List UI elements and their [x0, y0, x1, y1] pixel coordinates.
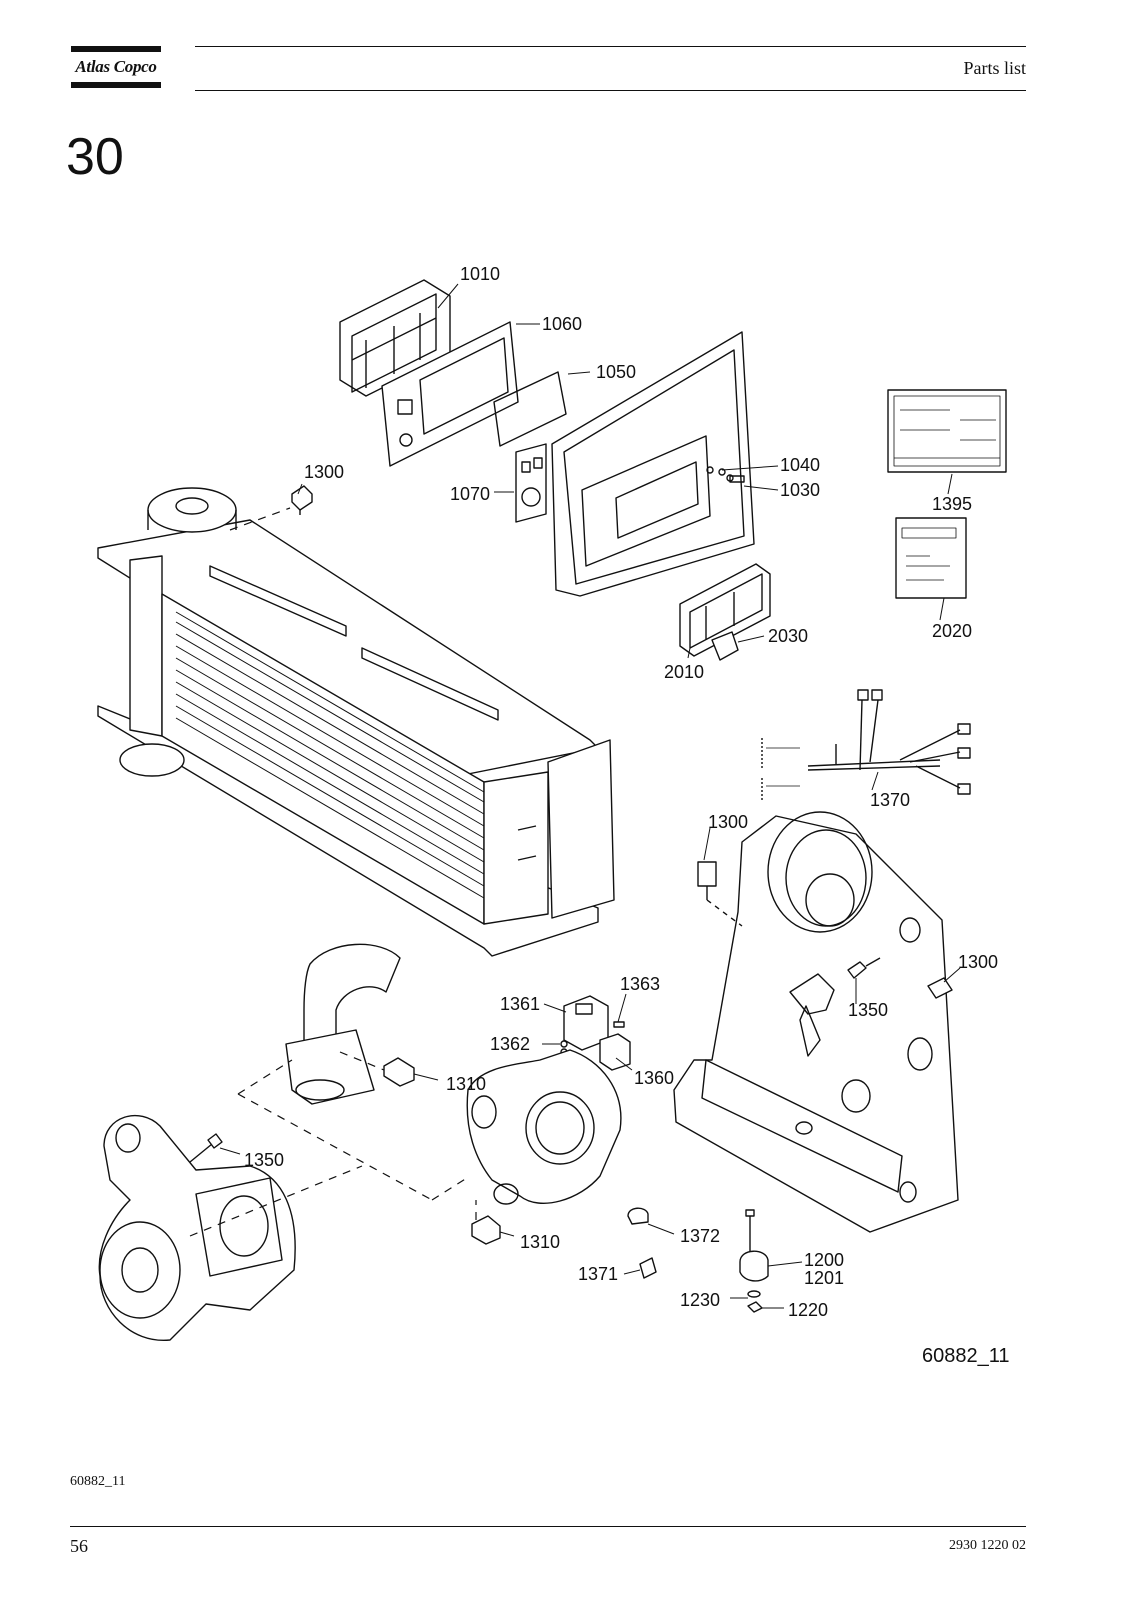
callout-1363: 1363 — [620, 974, 660, 994]
callout-1060: 1060 — [542, 314, 582, 334]
logo-text: Atlas Copco — [75, 57, 157, 76]
part-1070-label — [515, 443, 547, 523]
callout-1395: 1395 — [932, 494, 972, 514]
callout-1300-gearbox-side: 1300 — [958, 952, 998, 972]
header-rule-top — [195, 46, 1026, 47]
part-1371-pad — [639, 1257, 657, 1279]
part-1350-sensor-gearbox — [847, 957, 881, 979]
callout-1300-top: 1300 — [304, 462, 344, 482]
document-number: 2930 1220 02 — [949, 1538, 1026, 1553]
callout-1010: 1010 — [460, 264, 500, 284]
callout-1220: 1220 — [788, 1300, 828, 1320]
part-1060-frame-panel — [381, 321, 519, 467]
callout-1360: 1360 — [634, 1068, 674, 1088]
callout-1370: 1370 — [870, 790, 910, 810]
part-1350-sensor-element — [189, 1133, 223, 1163]
part-1370-cable-harness — [761, 689, 971, 800]
figure-reference: 60882_11 — [70, 1474, 126, 1489]
control-panel-door — [551, 331, 755, 597]
part-1310-fitting-lower — [471, 1215, 501, 1245]
callout-1371: 1371 — [578, 1264, 618, 1284]
dashed-connections — [189, 507, 477, 1237]
part-1360-valve-block — [599, 1033, 631, 1071]
part-1310-fitting-upper — [383, 1057, 415, 1087]
figure-id: 60882_11 — [922, 1345, 1010, 1367]
callout-1300-gearbox-top: 1300 — [708, 812, 748, 832]
header-rule-bottom — [195, 90, 1026, 91]
section-number: 30 — [66, 128, 124, 186]
callout-1350-element: 1350 — [244, 1150, 284, 1170]
part-1372-clip — [627, 1207, 649, 1225]
atlas-copco-logo: Atlas Copco — [71, 46, 161, 90]
callout-1362: 1362 — [490, 1034, 530, 1054]
callout-1350-gearbox: 1350 — [848, 1000, 888, 1020]
footer-rule — [70, 1526, 1026, 1527]
logo-bar-bottom — [71, 82, 161, 88]
part-1050-gasket — [493, 371, 567, 447]
part-1363-screw — [613, 1021, 625, 1028]
page-number: 56 — [70, 1536, 88, 1556]
part-1040-1030-screw — [718, 468, 745, 483]
gearbox-casing — [673, 811, 959, 1233]
compressor-element — [98, 1115, 296, 1341]
elbow-pipe — [285, 943, 401, 1105]
part-2010-relay-box — [679, 563, 771, 661]
cooler-assembly — [97, 487, 615, 957]
callout-1201: 1201 — [804, 1268, 844, 1288]
callout-2020: 2020 — [932, 621, 972, 641]
callout-1030: 1030 — [780, 480, 820, 500]
callout-1310-upper: 1310 — [446, 1074, 486, 1094]
callout-2010: 2010 — [664, 662, 704, 682]
callout-2030: 2030 — [768, 626, 808, 646]
leader-lines — [219, 283, 961, 1309]
callout-1040: 1040 — [780, 455, 820, 475]
callout-1310-lower: 1310 — [520, 1232, 560, 1252]
callout-1361: 1361 — [500, 994, 540, 1014]
callout-1200: 1200 — [804, 1250, 844, 1270]
callout-1230: 1230 — [680, 1290, 720, 1310]
valve-housing — [466, 1049, 622, 1205]
callout-1070: 1070 — [450, 484, 490, 504]
part-2020-document — [895, 517, 967, 599]
part-1300-plug-gearbox-top — [697, 861, 743, 927]
callout-labels: 1010 1060 1050 1040 1030 1070 1300 1395 … — [244, 264, 1010, 1367]
part-1395-wiring-diagram — [887, 389, 1007, 473]
part-1300-plug-gearbox-side — [927, 977, 953, 999]
callout-1372: 1372 — [680, 1226, 720, 1246]
header-title: Parts list — [963, 58, 1026, 78]
logo-bar-top — [71, 46, 161, 52]
part-1300-plug-top — [291, 485, 313, 520]
part-1200-clamp-stack — [739, 1209, 769, 1313]
callout-1050: 1050 — [596, 362, 636, 382]
